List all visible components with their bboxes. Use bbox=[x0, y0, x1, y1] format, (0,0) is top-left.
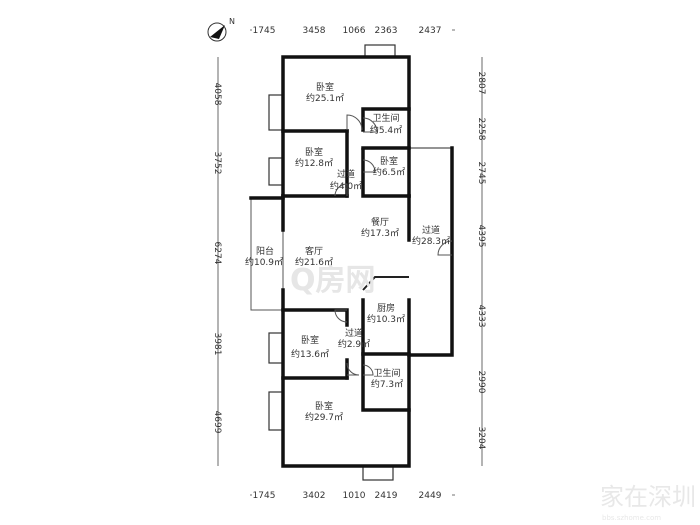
dim-label: 1010 bbox=[343, 491, 366, 501]
dimensions-bottom: 1745 3402 1010 2419 2449 bbox=[252, 489, 452, 501]
dim-label: 4699 bbox=[212, 411, 222, 434]
room-area: 约2.9㎡ bbox=[338, 338, 370, 350]
room-area: 约28.3㎡ bbox=[412, 235, 450, 247]
room-area: 约21.6㎡ bbox=[295, 256, 333, 268]
compass-icon: N bbox=[207, 17, 235, 42]
window bbox=[268, 94, 284, 131]
room-name: 过道 bbox=[337, 168, 355, 180]
watermark-corner-url: bbs.szhome.com bbox=[602, 514, 661, 522]
room-area: 约29.7㎡ bbox=[305, 411, 343, 423]
room-name: 卧室 bbox=[380, 155, 398, 167]
room-name: 餐厅 bbox=[371, 216, 389, 228]
window bbox=[268, 391, 284, 431]
room-name: 客厅 bbox=[305, 245, 323, 257]
window bbox=[268, 157, 284, 186]
dim-label: 3458 bbox=[303, 26, 326, 36]
compass-label: N bbox=[229, 17, 235, 26]
room-area: 约17.3㎡ bbox=[361, 227, 399, 239]
room-name: 卧室 bbox=[316, 81, 334, 93]
room-name: 过道 bbox=[422, 224, 440, 236]
room-area: 约25.1㎡ bbox=[306, 92, 344, 104]
room-area: 约4.0㎡ bbox=[330, 180, 362, 192]
room-name: 卧室 bbox=[301, 334, 319, 346]
room-labels: 卧室 约25.1㎡ 卫生间 约5.4㎡ 卧室 约12.8㎡ 卧室 约6.5㎡ 过… bbox=[245, 81, 450, 423]
window bbox=[362, 465, 394, 481]
watermark-center: Q房网 bbox=[290, 263, 376, 298]
room-name: 卫生间 bbox=[373, 367, 400, 379]
dim-label: 6274 bbox=[212, 242, 222, 265]
room-area: 约7.3㎡ bbox=[371, 378, 403, 390]
dim-label: 2437 bbox=[419, 26, 442, 36]
watermark-corner: 家在深圳 bbs.szhome.com bbox=[600, 483, 696, 522]
window bbox=[268, 332, 284, 364]
dim-label: 2258 bbox=[476, 118, 486, 141]
dimensions-left: 4058 3752 6274 3981 4699 bbox=[212, 83, 222, 434]
walls bbox=[281, 55, 411, 468]
dim-label: 4395 bbox=[476, 225, 486, 248]
room-name: 卫生间 bbox=[372, 112, 399, 124]
dim-label: 1745 bbox=[253, 491, 276, 501]
dim-label: 3204 bbox=[476, 427, 486, 450]
room-area: 约6.5㎡ bbox=[373, 166, 405, 178]
window bbox=[364, 44, 396, 58]
dim-label: 3752 bbox=[212, 152, 222, 175]
dim-label: 2449 bbox=[419, 491, 442, 501]
room-area: 约13.6㎡ bbox=[291, 348, 329, 360]
room-area: 约12.8㎡ bbox=[295, 157, 333, 169]
dim-label: 4058 bbox=[212, 83, 222, 106]
dim-label: 1066 bbox=[343, 26, 366, 36]
room-name: 卧室 bbox=[305, 146, 323, 158]
room-area: 约10.3㎡ bbox=[367, 313, 405, 325]
room-area: 约10.9㎡ bbox=[245, 256, 283, 268]
dimensions-right: 2807 2258 2745 4395 4333 2990 3204 bbox=[476, 72, 486, 450]
room-area: 约5.4㎡ bbox=[370, 124, 402, 136]
room-name: 阳台 bbox=[256, 245, 274, 257]
dim-label: 2419 bbox=[375, 491, 398, 501]
dim-label: 4333 bbox=[476, 305, 486, 328]
dim-label: 2990 bbox=[476, 371, 486, 394]
dim-label: 3981 bbox=[212, 333, 222, 356]
room-name: 过道 bbox=[345, 327, 363, 339]
dim-label: 3402 bbox=[303, 491, 326, 501]
dim-label: 2745 bbox=[476, 162, 486, 185]
dim-label: 1745 bbox=[253, 26, 276, 36]
room-name: 卧室 bbox=[315, 400, 333, 412]
watermark-corner-text: 家在深圳 bbox=[600, 483, 696, 511]
dim-label: 2363 bbox=[375, 26, 398, 36]
dim-label: 2807 bbox=[476, 72, 486, 95]
room-name: 厨房 bbox=[377, 302, 395, 314]
door-icons bbox=[334, 114, 453, 376]
dimensions-top: 1745 3458 1066 2363 2437 bbox=[252, 24, 452, 36]
